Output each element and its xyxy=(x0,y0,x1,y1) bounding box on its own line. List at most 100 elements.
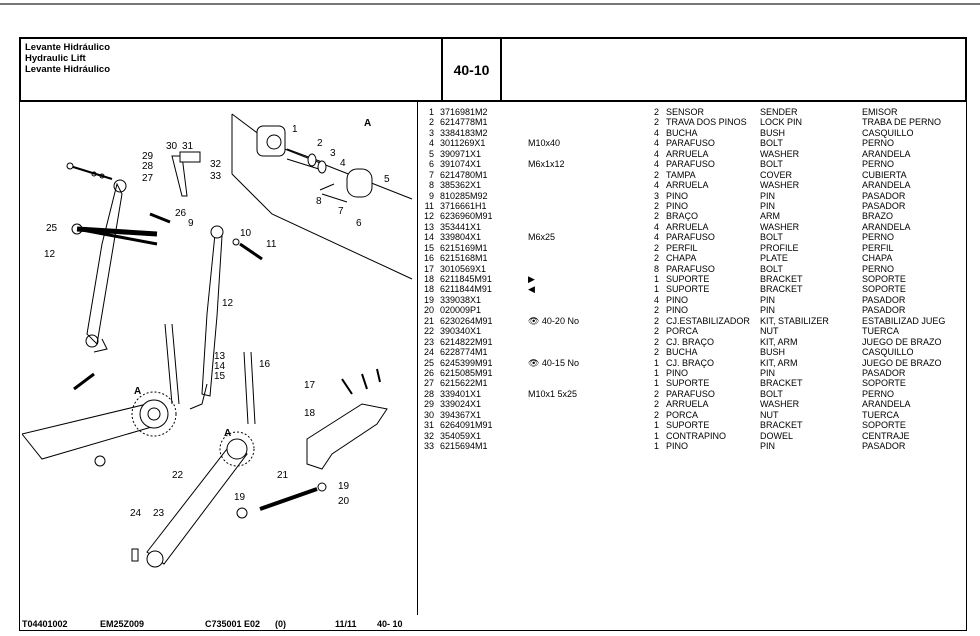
parts-cell-part: 6214822M91 xyxy=(440,336,493,347)
parts-cell-pt: PINO xyxy=(666,200,689,211)
callout-5: 5 xyxy=(384,174,390,185)
parts-cell-en: PIN xyxy=(760,190,776,201)
parts-cell-qty: 2 xyxy=(654,347,660,358)
header-separator xyxy=(20,101,966,102)
parts-cell-n: 24 xyxy=(423,347,434,358)
parts-cell-es: PERNO xyxy=(862,388,895,399)
parts-cell-es: PASADOR xyxy=(862,294,906,305)
parts-cell-part: 810285M92 xyxy=(440,190,488,201)
parts-cell-pt: CJ. BRAÇO xyxy=(666,336,715,347)
parts-cell-part: 339024X1 xyxy=(440,399,482,410)
parts-cell-n: 7 xyxy=(428,169,434,180)
callout-23: 23 xyxy=(153,508,165,519)
column-separator xyxy=(417,101,418,615)
callout-4: 4 xyxy=(340,158,346,169)
callout-29: 29 xyxy=(142,151,154,162)
parts-cell-pt: ARRUELA xyxy=(666,221,709,232)
parts-cell-n: 23 xyxy=(423,336,434,347)
callout-22: 22 xyxy=(172,470,184,481)
parts-cell-pt: PINO xyxy=(666,441,689,451)
parts-cell-pt: BUCHA xyxy=(666,127,698,138)
parts-cell-part: 6214778M1 xyxy=(440,117,488,128)
parts-cell-es: PERFIL xyxy=(862,242,894,253)
title-es: Levante Hidráulico xyxy=(25,64,110,75)
parts-cell-es: PASADOR xyxy=(862,441,906,451)
parts-cell-en: NUT xyxy=(760,409,779,420)
parts-cell-n: 21 xyxy=(423,315,434,326)
title-pt: Levante Hidráulico xyxy=(25,42,110,53)
parts-cell-part: 6215085M91 xyxy=(440,367,493,378)
parts-cell-es: ARANDELA xyxy=(862,180,911,191)
parts-cell-n: 8 xyxy=(428,180,434,191)
parts-cell-es: CENTRAJE xyxy=(862,430,910,441)
parts-cell-en: BRACKET xyxy=(760,284,803,295)
parts-cell-n: 5 xyxy=(428,148,434,159)
title-en: Hydraulic Lift xyxy=(25,53,86,64)
parts-cell-part: 6214780M1 xyxy=(440,169,488,180)
parts-cell-pt: ARRUELA xyxy=(666,399,709,410)
parts-cell-qty: 4 xyxy=(654,159,660,170)
parts-cell-part: 354059X1 xyxy=(440,430,482,441)
parts-cell-pt: PINO xyxy=(666,367,689,378)
callout-14: 14 xyxy=(214,361,226,372)
parts-cell-pt: PERFIL xyxy=(666,242,698,253)
parts-cell-pt: PINO xyxy=(666,294,689,305)
parts-cell-spec: 👁 40-20 No xyxy=(528,315,579,326)
callout-27: 27 xyxy=(142,173,154,184)
parts-cell-n: 20 xyxy=(423,305,434,316)
callout-31: 31 xyxy=(182,141,194,152)
callout-26: 26 xyxy=(175,208,187,219)
parts-cell-n: 16 xyxy=(423,253,434,264)
parts-cell-n: 25 xyxy=(423,357,434,368)
parts-cell-en: PIN xyxy=(760,294,776,305)
parts-cell-qty: 2 xyxy=(654,169,660,180)
parts-cell-en: PROFILE xyxy=(760,242,799,253)
parts-cell-n: 22 xyxy=(423,326,434,337)
parts-cell-pt: ARRUELA xyxy=(666,148,709,159)
parts-cell-pt: SUPORTE xyxy=(666,274,710,284)
callout-28: 28 xyxy=(142,161,154,172)
parts-cell-spec: ▶ xyxy=(528,274,535,284)
parts-cell-n: 12 xyxy=(423,211,434,222)
callout-13: 13 xyxy=(214,351,226,362)
parts-cell-en: BRACKET xyxy=(760,420,803,431)
parts-cell-part: 6215694M1 xyxy=(440,441,488,451)
parts-cell-n: 3 xyxy=(428,127,434,138)
parts-cell-part: 6245399M91 xyxy=(440,357,493,368)
view-label-a-top: A xyxy=(364,118,371,129)
parts-cell-part: 6215168M1 xyxy=(440,253,488,264)
footer-model: EM25Z009 xyxy=(100,619,145,629)
parts-cell-pt: PARAFUSO xyxy=(666,232,715,243)
parts-cell-pt: SUPORTE xyxy=(666,378,710,389)
parts-cell-es: TUERCA xyxy=(862,409,900,420)
parts-cell-en: WASHER xyxy=(760,180,800,191)
parts-cell-es: EMISOR xyxy=(862,107,898,117)
parts-cell-qty: 1 xyxy=(654,357,660,368)
callout-20: 20 xyxy=(338,496,350,507)
parts-cell-part: 6236960M91 xyxy=(440,211,493,222)
parts-cell-en: WASHER xyxy=(760,148,800,159)
parts-cell-spec: ◀ xyxy=(528,284,535,295)
parts-cell-es: TRABA DE PERNO xyxy=(862,117,942,128)
parts-cell-n: 2 xyxy=(428,117,434,128)
parts-cell-n: 19 xyxy=(423,294,434,305)
parts-cell-pt: ARRUELA xyxy=(666,180,709,191)
parts-cell-pt: PINO xyxy=(666,190,689,201)
parts-cell-es: ESTABILIZAD JUEG xyxy=(862,315,946,326)
parts-cell-n: 14 xyxy=(423,232,434,243)
parts-cell-en: NUT xyxy=(760,326,779,337)
parts-cell-n: 30 xyxy=(423,409,434,420)
callout-19b: 19 xyxy=(338,481,350,492)
